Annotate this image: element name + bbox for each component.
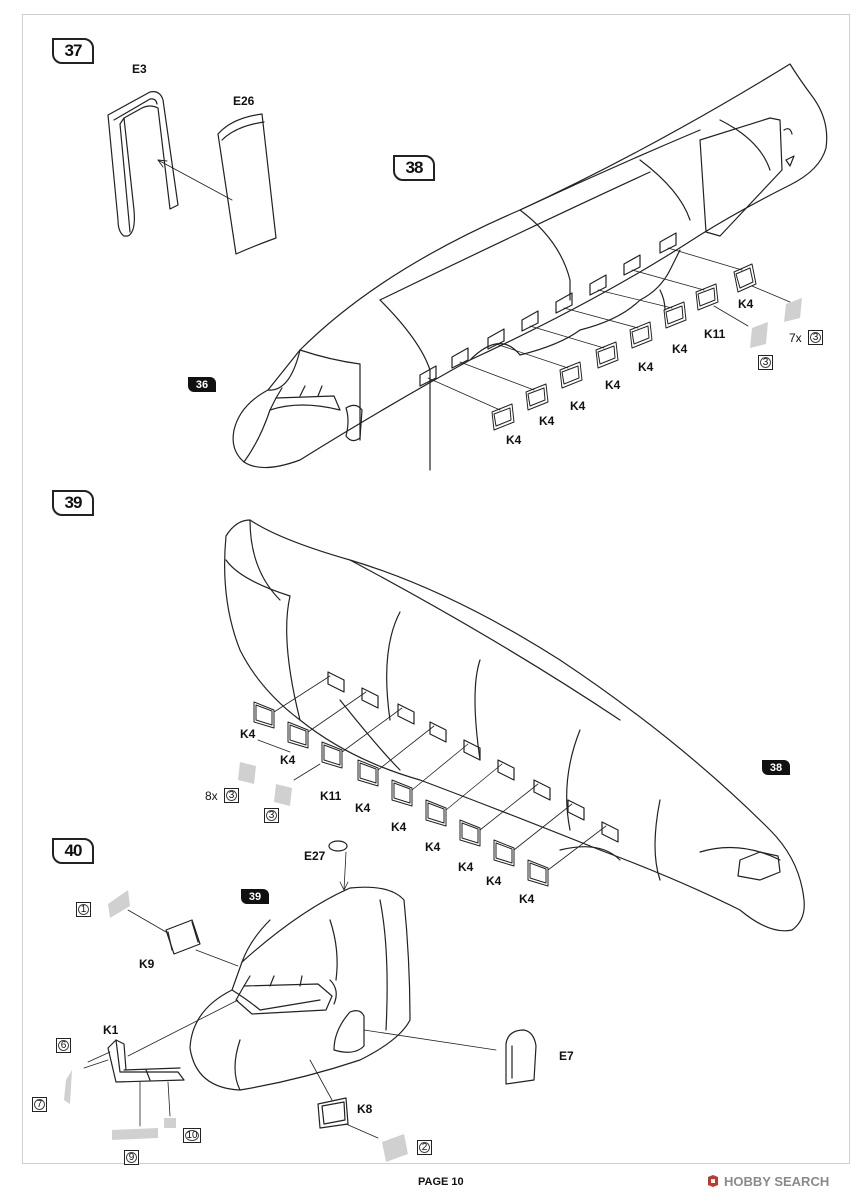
label-k4: K4 — [638, 360, 654, 374]
label-k1: K1 — [103, 1023, 119, 1037]
label-e27: E27 — [304, 849, 326, 863]
label-k4: K4 — [672, 342, 688, 356]
label-k4: K4 — [506, 433, 522, 447]
step-38-badge: 38 — [393, 155, 435, 181]
label-k8: K8 — [357, 1102, 373, 1116]
step40-k9-part — [127, 909, 239, 967]
label-k4: K4 — [570, 399, 586, 413]
label-k4: K4 — [355, 801, 371, 815]
label-k4: K4 — [240, 727, 256, 741]
label-k4: K4 — [486, 874, 502, 888]
step40-e27-part — [328, 840, 349, 891]
mask-number-badge: 3 — [808, 330, 823, 345]
label-k9: K9 — [139, 957, 155, 971]
ref-step-38-badge: 38 — [762, 760, 790, 775]
step38-window-parts — [427, 247, 791, 431]
step38-mask-shapes — [750, 298, 802, 348]
mask-number-badge: 10 — [183, 1128, 201, 1143]
part-e26-panel-drawing — [217, 113, 277, 255]
label-k4: K4 — [738, 297, 754, 311]
part-e3-frame-drawing — [107, 91, 179, 237]
mask-number-badge: 3 — [224, 788, 239, 803]
label-k11: K11 — [704, 327, 726, 341]
label-k4: K4 — [605, 378, 621, 392]
mask-number-badge: 2 — [417, 1140, 432, 1155]
ref-step-36-badge: 36 — [188, 377, 216, 392]
step40-nose-drawing — [189, 886, 411, 1091]
step-40-badge: 40 — [52, 838, 94, 864]
mask-number-badge: 7 — [32, 1097, 47, 1112]
watermark-text: HOBBY SEARCH — [724, 1173, 830, 1189]
step40-e7-part — [363, 1029, 537, 1085]
step39-mask-shapes — [238, 762, 292, 806]
mask-multiplier: 8x — [205, 789, 218, 803]
label-k11: K11 — [320, 789, 342, 803]
step40-k1-part — [83, 999, 239, 1083]
mask-number-badge: 6 — [56, 1038, 71, 1053]
mask-number-badge: 9 — [124, 1150, 139, 1165]
mask-number-badge: 1 — [76, 902, 91, 917]
step39-window-parts — [253, 675, 607, 887]
mask-multiplier: 7x — [789, 331, 802, 345]
label-e26: E26 — [233, 94, 255, 108]
label-k4: K4 — [391, 820, 407, 834]
label-k4: K4 — [539, 414, 555, 428]
step38-fuselage-drawing — [232, 63, 828, 471]
ref-step-39-badge: 39 — [241, 889, 269, 904]
hobby-search-logo-icon — [708, 1175, 718, 1187]
step40-k8-part — [309, 1059, 379, 1139]
mask-number-badge: 3 — [758, 355, 773, 370]
step-37-badge: 37 — [52, 38, 94, 64]
label-e3: E3 — [132, 62, 147, 76]
label-k4: K4 — [458, 860, 474, 874]
arrow-e26-to-e3 — [157, 159, 233, 201]
label-e7: E7 — [559, 1049, 574, 1063]
mask-number-badge: 3 — [264, 808, 279, 823]
watermark: HOBBY SEARCH — [706, 1172, 829, 1190]
label-k4: K4 — [519, 892, 535, 906]
label-k4: K4 — [425, 840, 441, 854]
label-k4: K4 — [280, 753, 296, 767]
step40-mask-shapes — [64, 890, 408, 1162]
step39-fuselage-drawing — [224, 519, 805, 932]
page-number: PAGE 10 — [418, 1176, 464, 1188]
step-39-badge: 39 — [52, 490, 94, 516]
page-frame — [22, 14, 850, 1164]
